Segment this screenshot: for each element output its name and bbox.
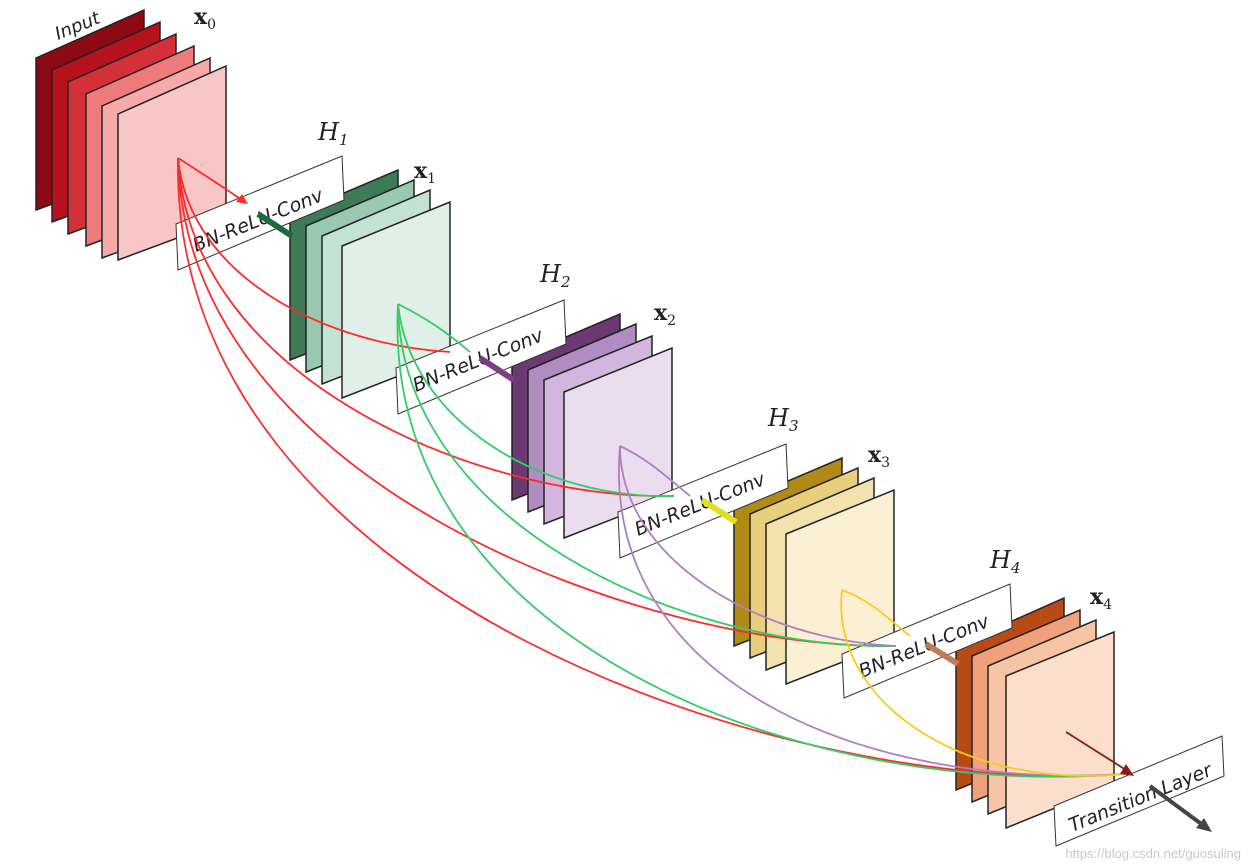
conv1-arrow bbox=[256, 211, 294, 239]
x4-label: x4 bbox=[1090, 584, 1112, 613]
transition-output-arrow bbox=[1148, 784, 1206, 828]
block-x3 bbox=[733, 456, 895, 686]
conn-x2-transition bbox=[618, 445, 1125, 777]
conn-x1-transition bbox=[396, 303, 1125, 778]
block-x1 bbox=[289, 168, 451, 400]
h2-label: H2 bbox=[539, 260, 570, 291]
conv2-arrow bbox=[478, 355, 516, 383]
conn-x2-conv3 bbox=[619, 445, 691, 497]
x1-label: x1 bbox=[414, 158, 436, 187]
block-x2 bbox=[511, 312, 673, 540]
connections-x3 bbox=[840, 589, 1125, 777]
conv3-arrow bbox=[700, 497, 738, 525]
conn-x2-conv4 bbox=[619, 445, 897, 647]
conn-x0-conv3 bbox=[177, 157, 675, 497]
watermark: https://blog.csdn.net/guosuling bbox=[1065, 846, 1241, 861]
h3-label: H3 bbox=[767, 404, 798, 435]
conn-x4-transition bbox=[1065, 731, 1127, 771]
block-x4 bbox=[955, 596, 1115, 830]
block-x0 bbox=[35, 8, 227, 262]
conn-x1-conv2 bbox=[397, 303, 471, 353]
connections-x0 bbox=[177, 157, 1125, 778]
h1-label: H1 bbox=[317, 118, 348, 149]
conv4-arrow bbox=[924, 641, 960, 667]
conn-x3-transition bbox=[840, 589, 1125, 777]
conn-x0-conv4 bbox=[177, 157, 897, 647]
conn-x4-arrowhead bbox=[1120, 764, 1134, 776]
conn-x3-conv4 bbox=[841, 589, 911, 637]
x2-label: x2 bbox=[654, 300, 676, 329]
conn-x1-conv4 bbox=[397, 303, 897, 647]
conn-x0-conv1 bbox=[177, 157, 243, 201]
connections-x2 bbox=[618, 445, 1125, 777]
transition-output-arrowhead bbox=[1196, 818, 1212, 832]
conn-x0-transition bbox=[177, 157, 1125, 778]
x0-label: x0 bbox=[194, 4, 216, 33]
x3-label: x3 bbox=[868, 442, 890, 471]
conn-x0-arrowhead bbox=[236, 194, 248, 204]
h4-label: H4 bbox=[989, 546, 1020, 577]
